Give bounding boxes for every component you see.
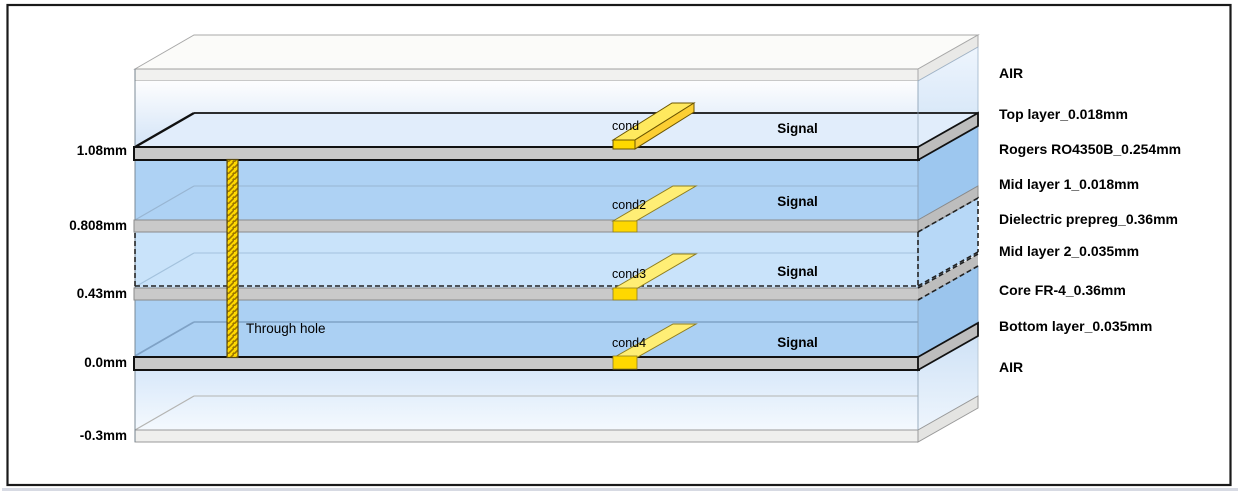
signal-label-2: Signal (777, 194, 818, 209)
dashed-outline (134, 196, 979, 301)
scale-label-1-08mm: 1.08mm (76, 143, 127, 158)
scale-label-0-43mm: 0.43mm (76, 286, 127, 301)
substrate-core (134, 265, 979, 358)
cond-label-4: cond4 (612, 336, 647, 350)
air-region-bottom (134, 335, 979, 431)
layer-label-core: Core FR-4_0.36mm (999, 282, 1126, 298)
air-box-bottom-face (134, 395, 979, 443)
signal-label-4: Signal (777, 335, 818, 350)
substrate-rogers (134, 125, 979, 221)
cond-label-2: cond2 (612, 198, 647, 212)
layer-label-mid-2: Mid layer 2_0.035mm (999, 243, 1140, 259)
scale-label-0-808mm: 0.808mm (69, 218, 127, 233)
air-box-top-face (133, 34, 980, 82)
conductor-cond-top (611, 102, 696, 150)
conductor-cond4 (611, 323, 698, 370)
signal-label-3: Signal (777, 264, 818, 279)
through-hole-label: Through hole (246, 321, 326, 336)
layer-label-bottom: Bottom layer_0.035mm (999, 318, 1153, 334)
signal-label-1: Signal (777, 121, 818, 136)
cond-label-3: cond3 (612, 267, 647, 281)
metal-mid-layer-1 (133, 185, 979, 233)
metal-bottom-layer (133, 321, 979, 372)
through-hole-via (226, 158, 239, 359)
layer-label-air-top: AIR (999, 65, 1024, 81)
metal-mid-layer-2 (133, 254, 978, 301)
layer-label-mid-1: Mid layer 1_0.018mm (999, 176, 1140, 192)
scale-label-0-0mm: 0.0mm (84, 355, 127, 370)
layer-label-rogers: Rogers RO4350B_0.254mm (999, 141, 1182, 157)
scale-label-neg-0-3mm: -0.3mm (79, 428, 127, 443)
conductor-cond3 (611, 253, 698, 301)
metal-top-layer (133, 111, 979, 162)
top-surface-plane (134, 111, 979, 149)
layer-label-top-layer: Top layer_0.018mm (999, 106, 1128, 122)
layer-label-air-bottom: AIR (999, 359, 1024, 375)
substrate-prepreg (134, 198, 978, 288)
cond-label-1: cond (612, 119, 640, 133)
layer-label-prepreg: Dielectric prepreg_0.36mm (999, 211, 1178, 227)
conductor-cond2 (611, 185, 698, 233)
